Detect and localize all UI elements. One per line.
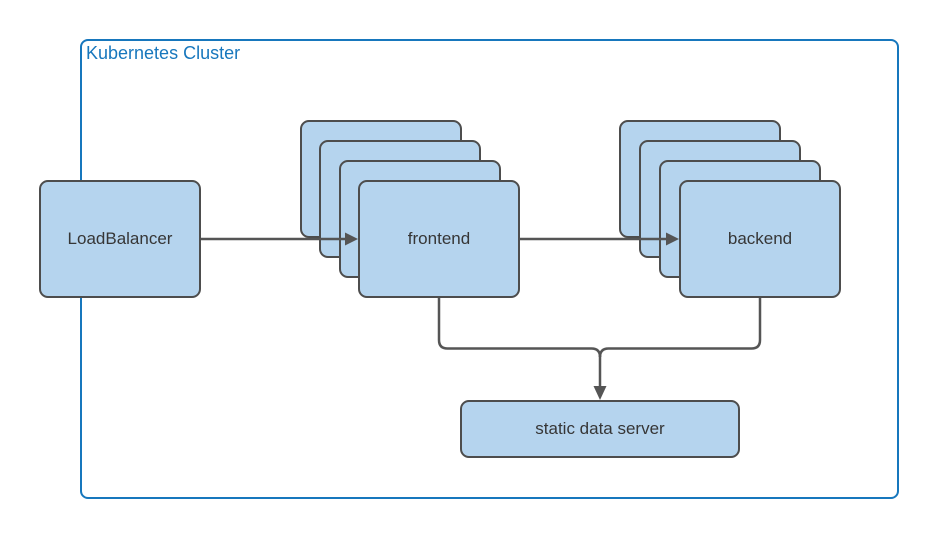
static-data-server-label: static data server [535, 419, 665, 438]
load-balancer-label: LoadBalancer [67, 229, 173, 248]
load-balancer-node: LoadBalancer [39, 180, 201, 298]
frontend-label: frontend [407, 229, 471, 248]
backend-label: backend [727, 229, 793, 248]
static-data-server-node: static data server [460, 400, 740, 458]
backend-node: backend [679, 180, 841, 298]
frontend-node: frontend [358, 180, 520, 298]
cluster-label: Kubernetes Cluster [86, 43, 241, 63]
